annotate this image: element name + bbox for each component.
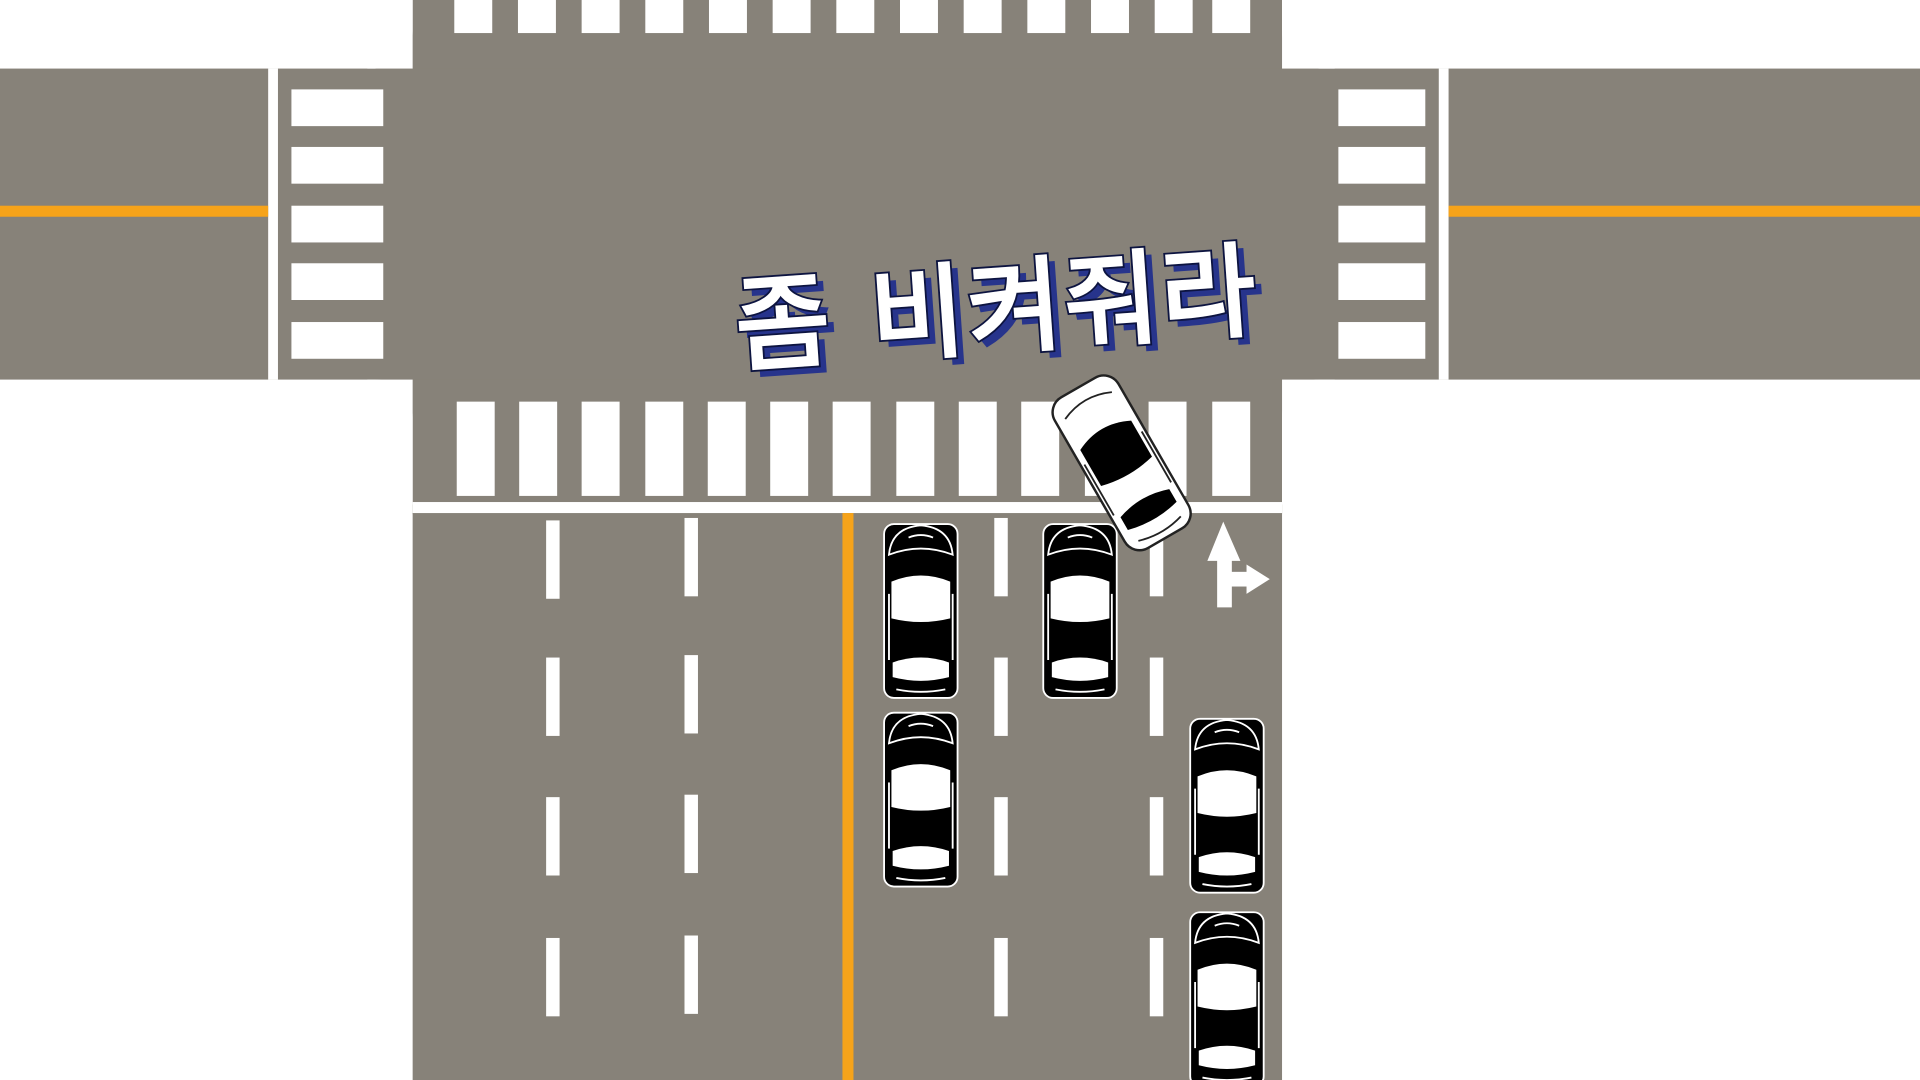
crosswalk-west: [291, 89, 384, 359]
corner-top-right: [1282, 0, 1335, 69]
corner-top-left: [367, 0, 413, 69]
center-lines: [0, 205, 1920, 1080]
crosswalk-north: [454, 0, 1251, 34]
lane-dividers: [546, 517, 1164, 1017]
corner-bottom-left: [367, 379, 413, 505]
car-black-4: [1189, 717, 1265, 894]
crosswalk-south: [456, 401, 1251, 496]
crosswalk-east: [1338, 89, 1426, 359]
car-black-5: [1189, 911, 1265, 1080]
car-black-3: [883, 711, 959, 888]
stop-line-south: [412, 502, 1283, 514]
stop-line-west: [268, 68, 278, 380]
center-line-south: [842, 513, 854, 1080]
center-line-east: [1448, 205, 1920, 217]
corner-bottom-right: [1282, 379, 1335, 505]
car-black-2: [1042, 523, 1118, 699]
stop-lines: [268, 68, 1449, 514]
stop-line-east: [1438, 68, 1449, 380]
straight-and-right-turn-arrow-icon: [1207, 521, 1270, 608]
corner-curbs: [367, 0, 1335, 505]
center-line-west: [0, 205, 269, 217]
car-black-1: [883, 523, 959, 699]
